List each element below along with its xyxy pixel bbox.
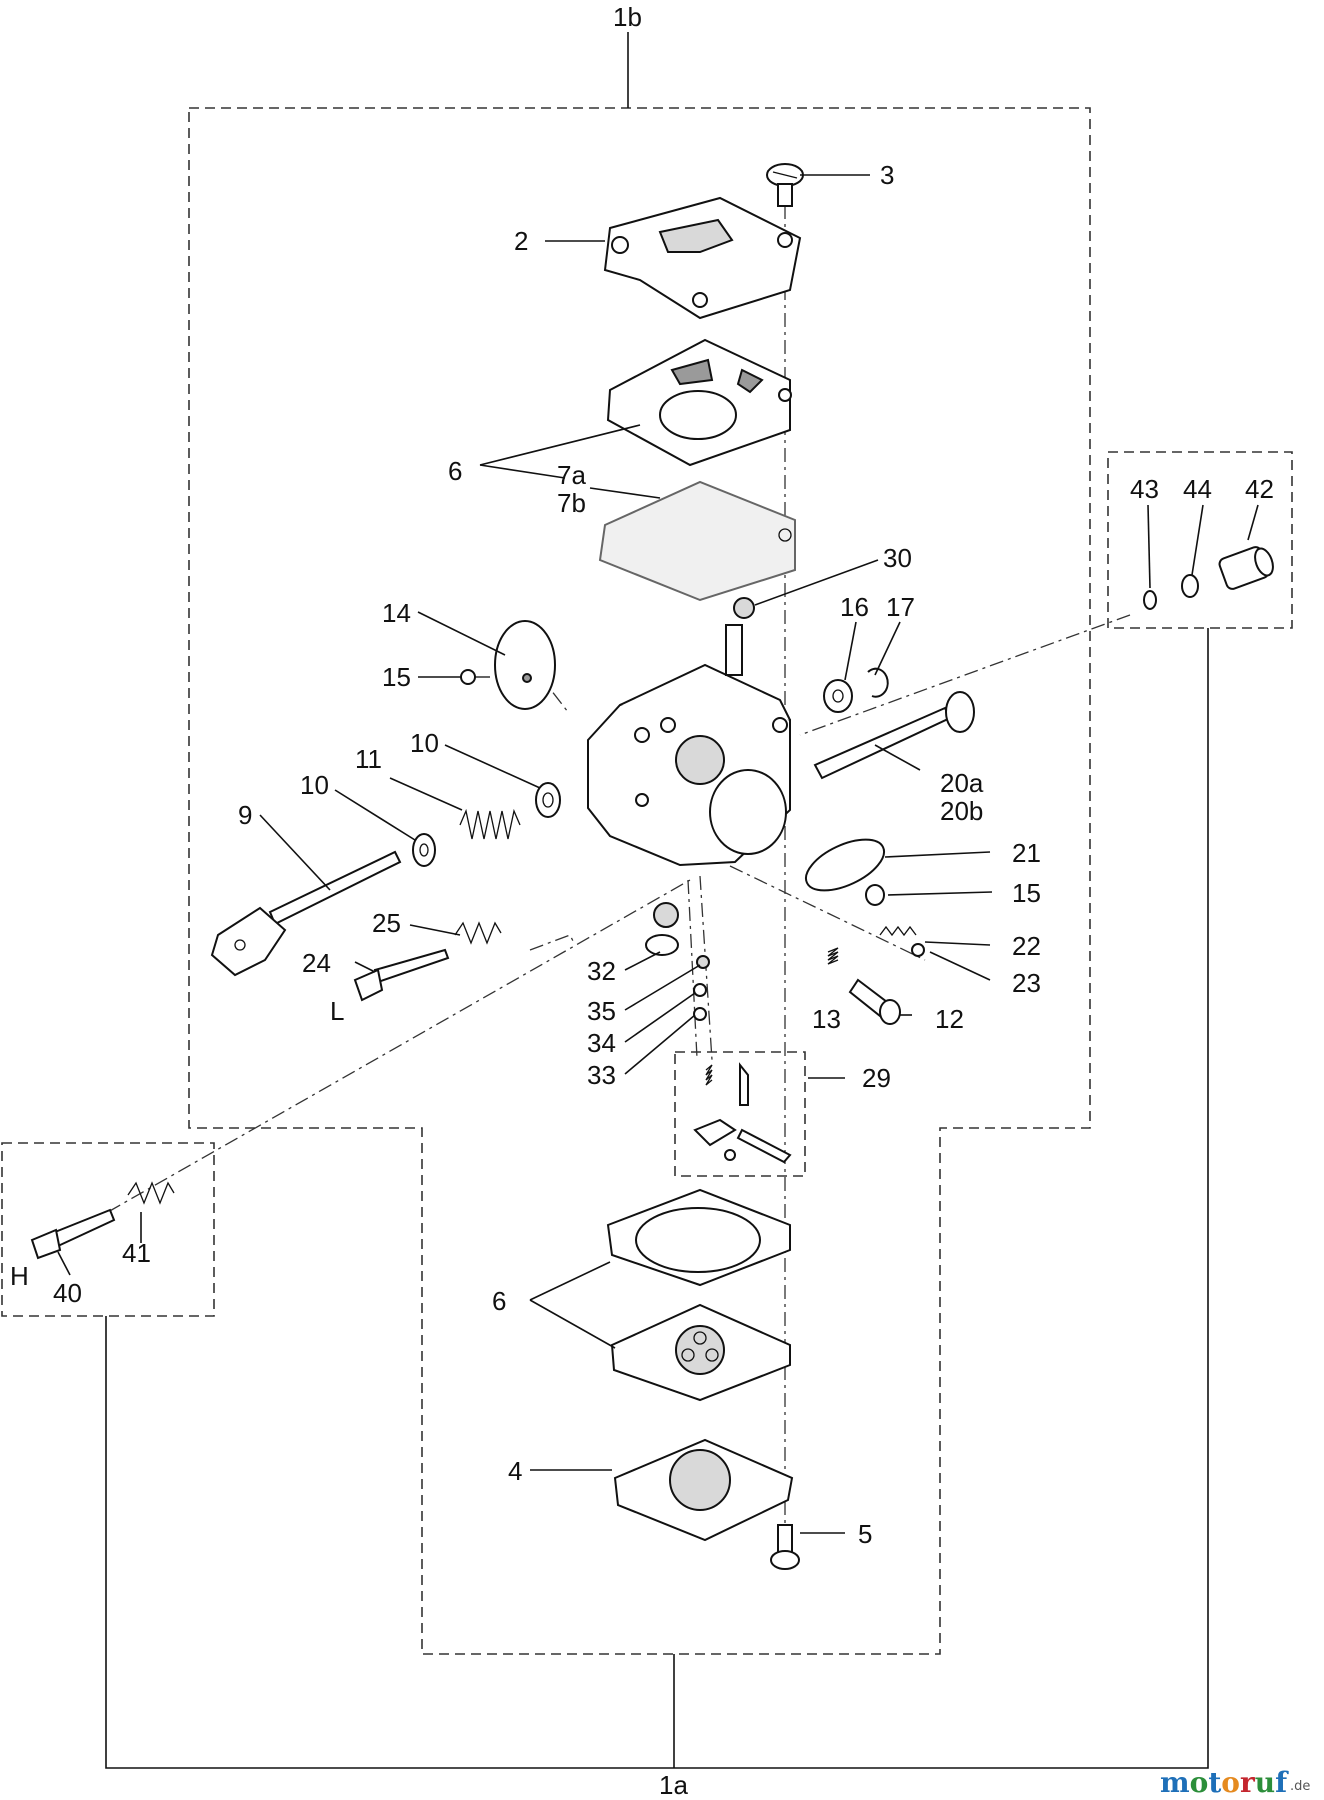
part-labels: 1b 3 2 6 7a 7b 43 44 42 30 14 16 17 15 1…	[10, 2, 1274, 1800]
choke-plate-21	[805, 838, 885, 892]
diaphragm-7	[598, 480, 796, 602]
label-16: 16	[840, 592, 869, 622]
metering-diaphragm-6	[610, 1303, 791, 1402]
wm-letter-6: f	[1275, 1766, 1289, 1799]
label-42: 42	[1245, 474, 1274, 504]
label-34: 34	[587, 1028, 616, 1058]
label-25: 25	[372, 908, 401, 938]
label-L: L	[330, 996, 344, 1026]
screw-3	[766, 163, 804, 207]
label-6-top: 6	[448, 456, 462, 486]
label-32: 32	[587, 956, 616, 986]
leader-lines	[57, 174, 1259, 1534]
carburetor-body	[587, 624, 791, 867]
label-44: 44	[1183, 474, 1212, 504]
label-20a: 20a	[940, 768, 984, 798]
label-14: 14	[382, 598, 411, 628]
clip-17	[867, 667, 889, 698]
motoruf-watermark: motoruf .de	[1160, 1766, 1310, 1799]
plug-42	[1218, 546, 1274, 590]
throttle-plate-14	[494, 620, 556, 710]
label-21: 21	[1012, 838, 1041, 868]
screw-5	[770, 1524, 800, 1570]
label-15-top: 15	[382, 662, 411, 692]
label-H: H	[10, 1261, 29, 1291]
throttle-shaft-9	[210, 850, 402, 977]
wm-letter-5: u	[1255, 1766, 1275, 1799]
ring-43	[1143, 590, 1157, 610]
ball-23	[911, 943, 925, 957]
spring-11	[459, 808, 521, 840]
label-23: 23	[1012, 968, 1041, 998]
washer-44	[1181, 574, 1199, 598]
spring-41	[127, 1181, 175, 1205]
label-9: 9	[238, 800, 252, 830]
label-6-bottom: 6	[492, 1286, 506, 1316]
label-20b: 20b	[940, 796, 983, 826]
label-10-right: 10	[410, 728, 439, 758]
screw-12	[848, 978, 901, 1025]
label-30: 30	[883, 543, 912, 573]
label-12: 12	[935, 1004, 964, 1034]
label-5: 5	[858, 1519, 872, 1549]
label-7a: 7a	[557, 460, 586, 490]
group-40-41-outline	[1, 1142, 215, 1317]
group-29-outline	[674, 1051, 806, 1177]
label-10-left: 10	[300, 770, 329, 800]
bracket-lines	[105, 32, 1209, 1769]
label-13: 13	[812, 1004, 841, 1034]
label-15-bottom: 15	[1012, 878, 1041, 908]
group-1b-outline	[188, 107, 1091, 1655]
label-43: 43	[1130, 474, 1159, 504]
label-22: 22	[1012, 931, 1041, 961]
label-40: 40	[53, 1278, 82, 1308]
label-1b: 1b	[613, 2, 642, 32]
needle-24	[353, 948, 450, 1002]
group-outlines	[1, 107, 1293, 1655]
label-11: 11	[355, 744, 382, 774]
label-3: 3	[880, 160, 894, 190]
screen-32	[645, 902, 679, 956]
screw-15-top	[460, 669, 490, 685]
label-24: 24	[302, 948, 331, 978]
wm-letter-0: m	[1160, 1766, 1190, 1799]
pump-cover-2	[603, 196, 802, 320]
washer-10-right	[535, 782, 561, 818]
screen-30	[733, 597, 755, 619]
spring-13	[827, 947, 839, 965]
metering-cover-4	[613, 1438, 794, 1542]
label-4: 4	[508, 1456, 522, 1486]
gasket-6-bottom	[606, 1188, 791, 1287]
group-42-44-outline	[1107, 451, 1293, 629]
wm-letter-1: o	[1190, 1766, 1209, 1799]
wm-suffix: .de	[1290, 1779, 1310, 1794]
shaft-20	[813, 691, 975, 780]
label-33: 33	[587, 1060, 616, 1090]
label-7b: 7b	[557, 488, 586, 518]
small-parts-33-35	[693, 955, 710, 1021]
washer-16	[823, 679, 853, 713]
wm-letter-3: o	[1221, 1766, 1240, 1799]
wm-letter-4: r	[1240, 1766, 1256, 1799]
label-2: 2	[514, 226, 528, 256]
label-29: 29	[862, 1063, 891, 1093]
spring-25	[454, 921, 502, 945]
needle-40	[30, 1208, 116, 1260]
svg-text:motoruf: motoruf	[1160, 1766, 1289, 1799]
spring-22	[879, 925, 917, 937]
needle-valve-29	[693, 1062, 792, 1164]
label-1a: 1a	[659, 1770, 688, 1800]
label-17: 17	[886, 592, 915, 622]
washer-10-left	[412, 833, 436, 867]
label-35: 35	[587, 996, 616, 1026]
label-41: 41	[122, 1238, 151, 1268]
wm-letter-2: t	[1208, 1766, 1221, 1799]
gasket-6-top	[606, 338, 792, 467]
screw-15-bottom	[865, 884, 885, 906]
